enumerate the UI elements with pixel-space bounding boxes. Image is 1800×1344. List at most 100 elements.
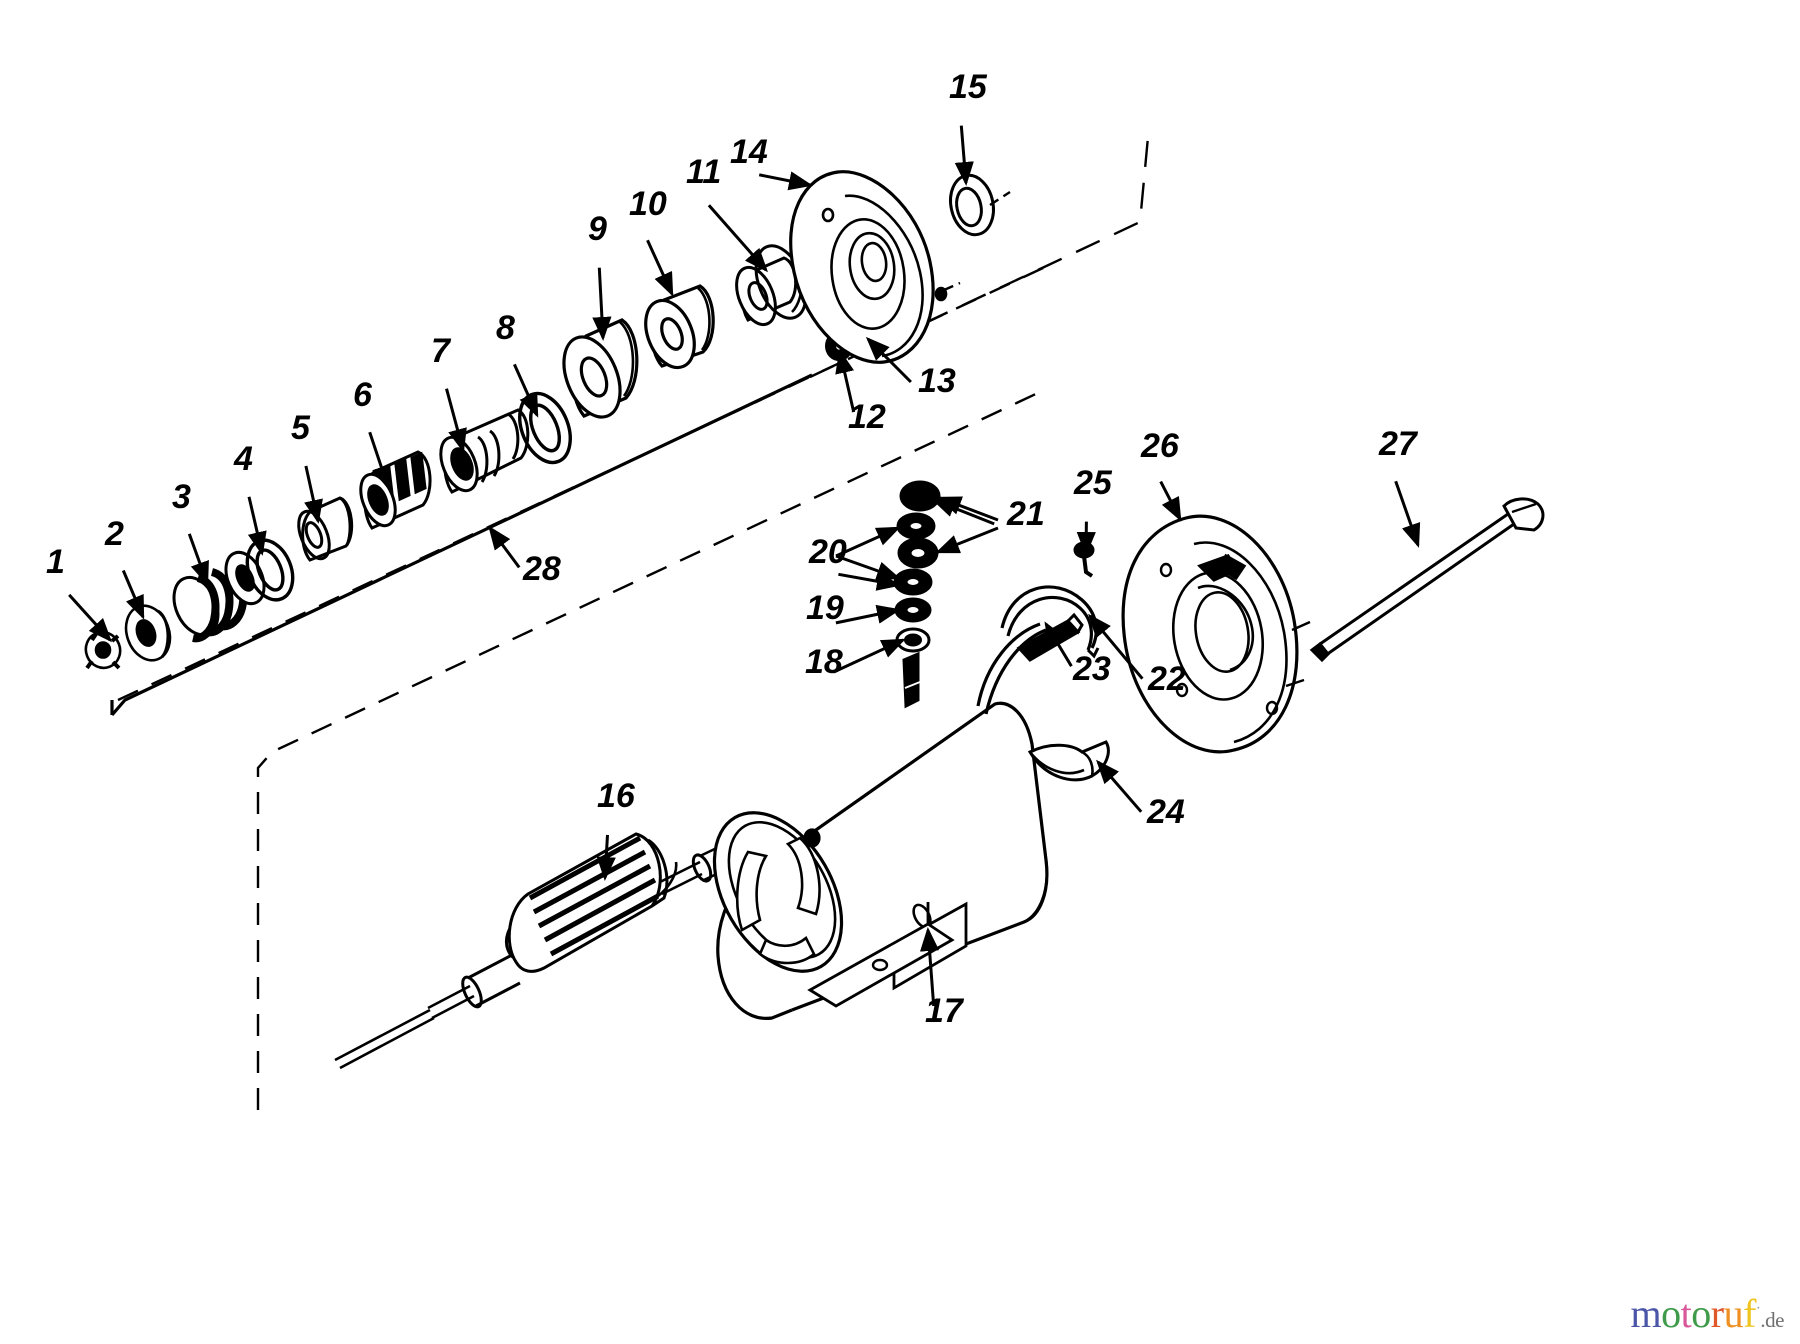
callout-10-bushing-spacer: 10 bbox=[629, 185, 674, 297]
callout-number-16: 16 bbox=[597, 777, 636, 815]
leader-line-1 bbox=[68, 593, 113, 643]
callout-3-anti-drift-spring: 3 bbox=[172, 478, 209, 586]
callout-number-22: 22 bbox=[1147, 660, 1186, 698]
callout-12-lock-nut: 12 bbox=[835, 349, 886, 436]
leader-line-16 bbox=[596, 834, 616, 881]
callout-2-washer: 2 bbox=[104, 515, 145, 620]
callout-7-drive-clutch: 7 bbox=[431, 332, 467, 453]
callout-number-3: 3 bbox=[172, 478, 191, 516]
part-15-seal-ring bbox=[949, 173, 1011, 237]
watermark-letter-2: t bbox=[1680, 1291, 1692, 1336]
watermark-letter-0: m bbox=[1630, 1291, 1662, 1336]
callout-number-19: 19 bbox=[806, 589, 844, 627]
callout-19-lock-washer: 19 bbox=[806, 589, 901, 627]
watermark-letter-3: o bbox=[1691, 1291, 1711, 1336]
leader-line-28 bbox=[488, 525, 521, 569]
callout-number-23: 23 bbox=[1072, 650, 1111, 688]
part-17-motor-frame bbox=[712, 651, 1049, 1020]
leader-line-18 bbox=[833, 638, 906, 674]
callout-number-7: 7 bbox=[431, 332, 452, 370]
callout-14-drive-end-cap: 14 bbox=[730, 133, 813, 191]
callout-26-commutator-end-plate: 26 bbox=[1140, 427, 1182, 522]
callout-number-6: 6 bbox=[353, 376, 373, 414]
leader-line-7 bbox=[445, 388, 467, 453]
part-26-commutator-end-plate bbox=[1121, 514, 1311, 754]
callout-17-motor-frame-field-housing: 17 bbox=[919, 927, 965, 1030]
callout-number-20: 20 bbox=[808, 533, 847, 571]
upper-group-bracket bbox=[110, 136, 1150, 717]
part-6-pinion-gear bbox=[359, 450, 432, 530]
callout-number-24: 24 bbox=[1146, 793, 1185, 831]
callout-15-seal-ring: 15 bbox=[949, 68, 988, 186]
callout-number-1: 1 bbox=[46, 543, 65, 581]
part-2-washer bbox=[124, 604, 172, 662]
callout-8-washer: 8 bbox=[496, 309, 539, 418]
leader-line-6 bbox=[368, 431, 391, 490]
callout-16-armature: 16 bbox=[596, 777, 636, 881]
leader-line-20 bbox=[838, 571, 901, 591]
callout-number-5: 5 bbox=[291, 409, 311, 447]
callout-number-15: 15 bbox=[949, 68, 988, 106]
callout-28-starter-drive-assembly-bracket: 28 bbox=[488, 525, 561, 588]
watermark-letter-6: f bbox=[1743, 1291, 1756, 1336]
callout-23-brush: 23 bbox=[1044, 621, 1111, 688]
callout-number-17: 17 bbox=[925, 992, 965, 1030]
callout-number-4: 4 bbox=[233, 440, 253, 478]
leader-line-17 bbox=[919, 927, 940, 1007]
part-11-bearing-retainer bbox=[735, 244, 808, 327]
leader-line-9 bbox=[592, 267, 612, 341]
callout-number-28: 28 bbox=[522, 550, 561, 588]
leader-line-2 bbox=[121, 569, 145, 620]
callout-18-nut: 18 bbox=[805, 638, 906, 681]
leader-20-c bbox=[835, 554, 901, 581]
part-25-screw bbox=[1073, 541, 1095, 578]
callout-5-sleeve-collar: 5 bbox=[291, 409, 323, 524]
leader-line-12 bbox=[835, 349, 856, 413]
leader-line-21 bbox=[931, 498, 995, 526]
watermark-letter-1: o bbox=[1661, 1291, 1681, 1336]
leader-line-14 bbox=[758, 171, 813, 191]
watermark-letter-4: r bbox=[1710, 1291, 1724, 1336]
leader-line-22 bbox=[1088, 613, 1144, 680]
part-20-insulator-washers bbox=[893, 512, 936, 596]
callout-13-washer: 13 bbox=[865, 336, 956, 400]
watermark-letters: motoruf bbox=[1630, 1291, 1757, 1336]
callout-number-2: 2 bbox=[104, 515, 124, 553]
leader-line-3 bbox=[187, 533, 209, 586]
callout-27-through-bolt: 27 bbox=[1378, 425, 1421, 548]
part-23-brush bbox=[976, 612, 1084, 715]
leader-line-13 bbox=[865, 336, 912, 384]
leader-line-24 bbox=[1096, 759, 1143, 813]
leader-line-27 bbox=[1394, 480, 1421, 548]
watermark-motoruf: motoruf·.de bbox=[1630, 1291, 1785, 1336]
callout-number-21: 21 bbox=[1006, 495, 1045, 533]
part-24-brush-holder-arm bbox=[1027, 740, 1110, 782]
callout-9-spacer: 9 bbox=[588, 210, 612, 341]
callout-number-12: 12 bbox=[848, 398, 886, 436]
callout-number-13: 13 bbox=[918, 362, 956, 400]
callout-number-27: 27 bbox=[1378, 425, 1419, 463]
part-16-armature bbox=[334, 832, 755, 1070]
leader-line-15 bbox=[954, 125, 974, 186]
part-21-terminal-hardware bbox=[897, 480, 941, 569]
leader-line-10 bbox=[646, 239, 674, 297]
part-7-drive-clutch bbox=[439, 408, 530, 494]
callout-layer: 1234567891011121314151617181920212223242… bbox=[46, 68, 1421, 1030]
callout-4-thrust-washer: 4 bbox=[233, 440, 267, 556]
callout-11-bearing-retainer: 11 bbox=[686, 153, 768, 273]
watermark-tld: .de bbox=[1760, 1308, 1784, 1332]
callout-number-18: 18 bbox=[805, 643, 843, 681]
part-5-sleeve-collar bbox=[297, 496, 354, 562]
callout-6-pinion-gear: 6 bbox=[353, 376, 391, 490]
callout-25-screw: 25 bbox=[1073, 464, 1113, 556]
leader-line-11 bbox=[707, 204, 768, 273]
callout-number-10: 10 bbox=[629, 185, 667, 223]
leader-line-26 bbox=[1159, 480, 1182, 522]
callout-number-9: 9 bbox=[588, 210, 607, 248]
part-27-through-bolt bbox=[1309, 497, 1545, 663]
callout-number-14: 14 bbox=[730, 133, 768, 171]
callout-1-retainer-clip: 1 bbox=[46, 543, 113, 643]
callout-24-brush-holder-arm: 24 bbox=[1096, 759, 1185, 831]
